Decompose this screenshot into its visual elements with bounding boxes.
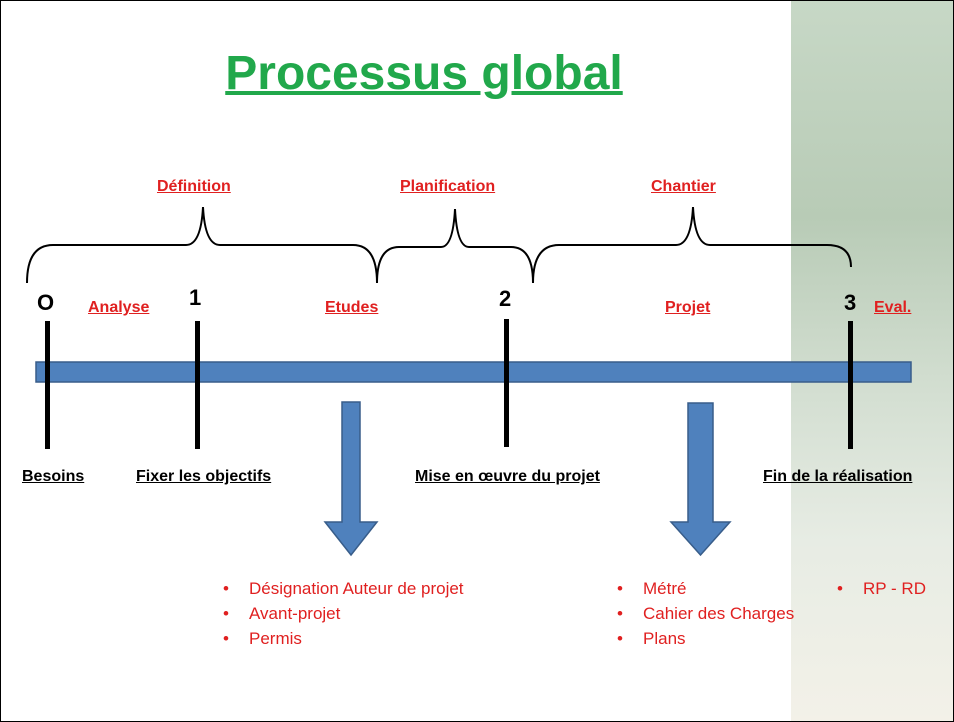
phase-label-chantier: Chantier — [651, 178, 716, 195]
milestone-number-3: 3 — [844, 290, 857, 315]
list-item: Permis — [221, 626, 464, 651]
milestone-number-2: 2 — [499, 286, 512, 311]
milestone-tick-0 — [45, 321, 50, 449]
milestone-label-objectifs: Fixer les objectifs — [136, 468, 272, 485]
timeline-bar — [35, 361, 912, 383]
milestone-label-besoins: Besoins — [22, 468, 85, 485]
down-arrow-projet — [669, 402, 732, 557]
milestone-tick-1 — [195, 321, 200, 449]
eval-deliverables-list: RP - RD — [835, 576, 926, 601]
list-item: Désignation Auteur de projet — [221, 576, 464, 601]
pencil-illustration — [791, 1, 953, 721]
step-label-analyse: Analyse — [88, 299, 150, 316]
milestone-label-fin: Fin de la réalisation — [763, 468, 913, 485]
list-item: Métré — [615, 576, 794, 601]
list-item: Cahier des Charges — [615, 601, 794, 626]
step-label-projet: Projet — [665, 299, 711, 316]
brace-definition — [26, 206, 378, 284]
list-item: RP - RD — [835, 576, 926, 601]
step-label-etudes: Etudes — [325, 299, 379, 316]
etudes-deliverables-list: Désignation Auteur de projet Avant-proje… — [221, 576, 464, 651]
page-title: Processus global — [225, 47, 623, 100]
milestone-number-0: O — [37, 290, 55, 315]
milestone-tick-3 — [848, 321, 853, 449]
down-arrow-etudes — [323, 401, 379, 557]
list-item: Plans — [615, 626, 794, 651]
projet-deliverables-list: Métré Cahier des Charges Plans — [615, 576, 794, 651]
brace-chantier — [532, 206, 852, 284]
milestone-number-1: 1 — [189, 285, 202, 310]
brace-planification — [376, 208, 534, 284]
phase-label-planification: Planification — [400, 178, 496, 195]
milestone-tick-2 — [504, 319, 509, 447]
step-label-eval: Eval. — [874, 299, 912, 316]
phase-label-definition: Définition — [157, 178, 231, 195]
milestone-label-mise-en-oeuvre: Mise en œuvre du projet — [415, 468, 600, 485]
list-item: Avant-projet — [221, 601, 464, 626]
